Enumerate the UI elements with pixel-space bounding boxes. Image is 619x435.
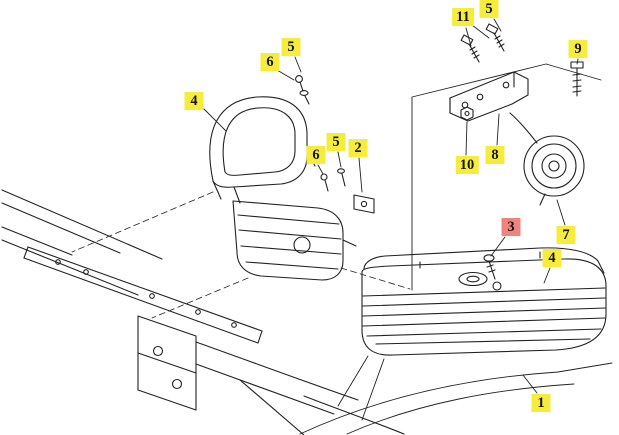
frame-structure	[1, 189, 405, 435]
part-callout-4[interactable]: 4	[542, 249, 562, 267]
leader-line-8	[496, 113, 500, 146]
alignment-dashed-lines	[71, 191, 411, 319]
leader-line-5	[493, 18, 502, 32]
leader-line-3	[490, 236, 506, 257]
leader-line-11	[465, 27, 472, 47]
leader-line-9	[576, 58, 579, 65]
mounting-bracket	[449, 71, 529, 122]
part-callout-5[interactable]: 5	[326, 133, 346, 151]
part-callout-4[interactable]: 4	[184, 92, 204, 110]
leader-line-7	[556, 199, 566, 226]
leader-line-2	[358, 157, 363, 193]
leader-line-10	[465, 121, 468, 156]
leader-line-5	[294, 56, 302, 73]
right-lamp-assembly	[361, 247, 607, 356]
part-callout-6[interactable]: 6	[306, 146, 326, 164]
screw-washer-upper-left	[295, 75, 310, 105]
part-callout-8[interactable]: 8	[485, 146, 505, 164]
part-callout-1[interactable]: 1	[531, 394, 551, 412]
leader-line-5	[337, 151, 342, 168]
leader-line-4	[203, 108, 227, 132]
body-panel-lines	[299, 63, 613, 435]
part-callout-6[interactable]: 6	[260, 53, 280, 71]
horn	[509, 112, 585, 206]
leader-lines	[203, 18, 579, 394]
part-callout-7[interactable]: 7	[556, 226, 576, 244]
part-callout-11[interactable]: 11	[452, 8, 474, 26]
leader-line-1	[522, 374, 538, 394]
leader-line-11	[471, 24, 490, 39]
part-callout-9[interactable]: 9	[568, 40, 588, 58]
leader-line-4	[543, 267, 551, 284]
part-callout-5[interactable]: 5	[479, 0, 499, 18]
part-callout-3[interactable]: 3	[501, 218, 521, 236]
leader-line-6	[317, 164, 324, 175]
screw-set-middle	[320, 168, 375, 214]
bolt-9	[570, 61, 584, 97]
left-lamp-body	[232, 200, 357, 281]
left-lamp-bezel	[209, 96, 316, 204]
screw-3	[483, 254, 502, 291]
part-callout-2[interactable]: 2	[348, 139, 368, 157]
bolt-pair-top	[460, 23, 505, 63]
nut-10	[460, 106, 474, 121]
part-callout-10[interactable]: 10	[455, 156, 479, 174]
part-callout-5[interactable]: 5	[281, 38, 301, 56]
leader-line-6	[276, 69, 295, 81]
